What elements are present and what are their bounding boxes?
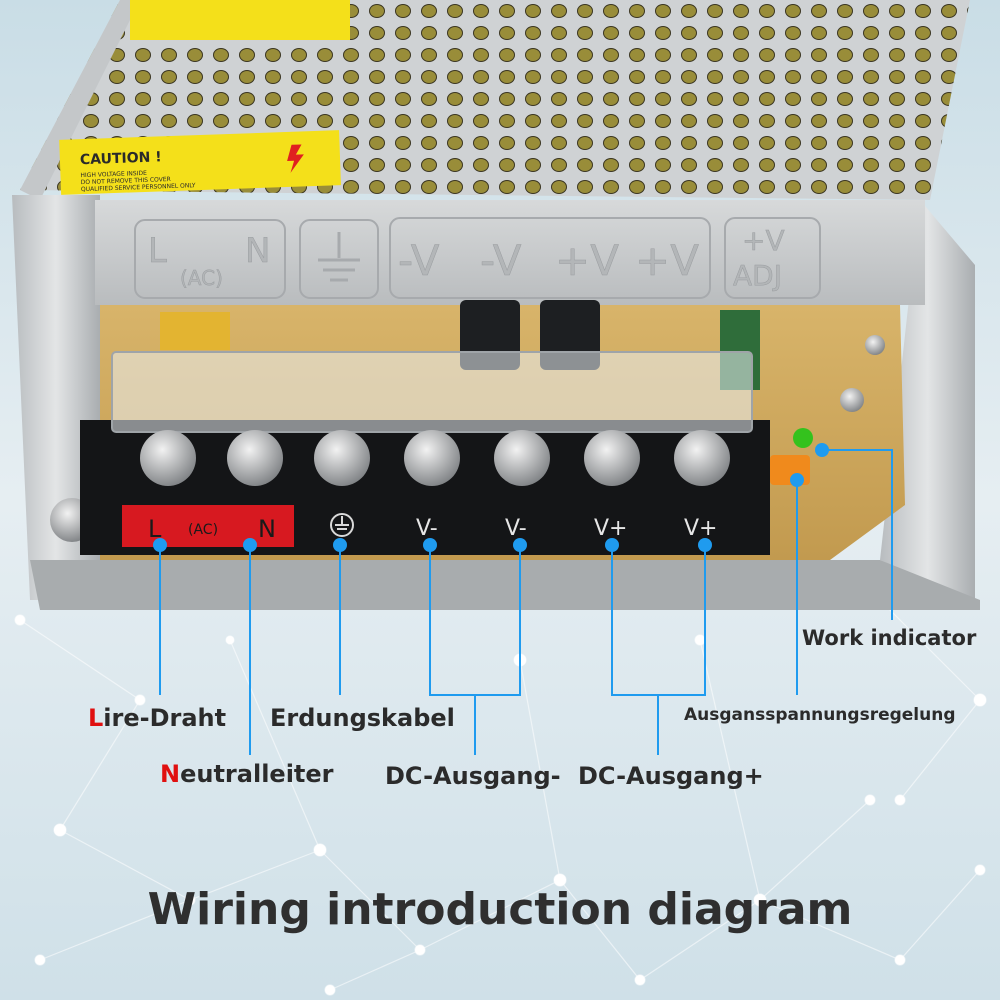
terminal-v-plus-1: V+ — [594, 516, 627, 541]
terminal-v-minus-2: V- — [505, 516, 527, 541]
terminal-ac: (AC) — [188, 522, 218, 538]
case-adj-top: +V — [742, 224, 785, 257]
caution-sticker: CAUTION ! HIGH VOLTAGE INSIDE DO NOT REM… — [59, 0, 350, 195]
label-voltage-adjust: Ausgansspannungsregelung — [684, 705, 956, 725]
callout-dots — [153, 443, 829, 552]
terminal-screws — [140, 430, 730, 486]
work-indicator-led — [793, 428, 813, 448]
terminal-n: N — [258, 515, 276, 543]
callout-work-indicator — [822, 449, 893, 620]
terminal-cover — [111, 351, 753, 433]
case-ac: (AC) — [180, 266, 223, 290]
terminal-v-minus-1: V- — [416, 516, 438, 541]
case-v-plus-1: +V — [555, 236, 619, 285]
case-adj-bottom: ADJ — [733, 259, 782, 292]
case-ground-icon — [318, 232, 360, 282]
case-n: N — [245, 231, 270, 271]
ground-symbol-icon — [330, 513, 354, 537]
case-v-minus-1: -V — [398, 236, 440, 285]
label-neutral-wire: Neutralleiter — [160, 760, 334, 788]
terminal-v-plus-2: V+ — [684, 516, 717, 541]
label-live-rest: ire-Draht — [103, 704, 227, 732]
label-neutral-rest: eutralleiter — [180, 760, 334, 788]
label-ground: Erdungskabel — [270, 704, 455, 732]
label-neutral-first-letter: N — [160, 760, 181, 788]
voltage-adjust-pot — [770, 455, 810, 485]
high-voltage-icon — [287, 144, 304, 173]
callout-lines — [159, 449, 893, 755]
caution-line-2: DO NOT REMOVE THIS COVER — [81, 176, 171, 186]
caution-heading: CAUTION ! — [80, 149, 162, 168]
terminal-block: L (AC) N V- V- V+ V+ — [80, 351, 813, 555]
label-live-wire: Lire-Draht — [88, 704, 226, 732]
case-v-plus-2: +V — [635, 236, 699, 285]
terminal-l: L — [148, 515, 162, 543]
label-dc-plus: DC-Ausgang+ — [578, 762, 764, 790]
label-dc-minus: DC-Ausgang- — [385, 762, 561, 790]
caution-line-1: HIGH VOLTAGE INSIDE — [80, 170, 147, 179]
case-l: L — [148, 231, 167, 271]
embossed-labels: L N (AC) -V -V +V +V +V ADJ — [134, 217, 821, 299]
diagram-title: Wiring introduction diagram — [147, 884, 853, 935]
case-v-minus-2: -V — [480, 236, 522, 285]
label-work-indicator: Work indicator — [802, 626, 977, 650]
caution-line-3: QUALIFIED SERVICE PERSONNEL ONLY — [81, 182, 196, 193]
ac-terminal-red — [122, 505, 294, 547]
label-live-first-letter: L — [88, 704, 104, 732]
